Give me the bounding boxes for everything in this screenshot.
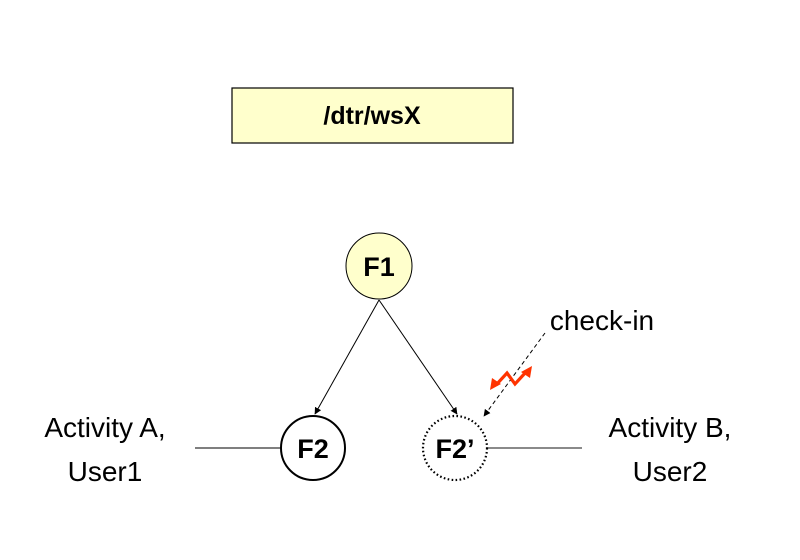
node-f2[interactable]: F2: [280, 415, 346, 481]
conflict-zigzag-icon: [490, 366, 532, 390]
activity-b-label-line1: Activity B,: [609, 412, 732, 443]
node-f1-circle: [345, 232, 413, 300]
node-f1-label: F1: [363, 252, 395, 282]
activity-a-label-line1: Activity A,: [44, 412, 165, 443]
node-f2-circle: [280, 415, 346, 481]
workspace-box[interactable]: /dtr/wsX: [231, 87, 514, 144]
conflict-arrowhead-right-icon: [521, 366, 532, 378]
activity-a-label-line2: User1: [68, 456, 143, 487]
node-f1[interactable]: F1: [345, 232, 413, 300]
check-in-label: check-in: [550, 305, 654, 336]
conflict-arrowhead-left-icon: [490, 378, 501, 390]
edge-f1-f2prime: [378, 299, 458, 415]
node-f2prime-circle: [421, 414, 489, 482]
node-f2prime-label: F2’: [435, 434, 474, 464]
activity-b-label-line2: User2: [633, 456, 708, 487]
node-f2-label: F2: [297, 434, 329, 464]
node-f2prime[interactable]: F2’: [421, 414, 489, 482]
workspace-box-rect: [231, 87, 514, 144]
edge-f1-f2: [314, 299, 380, 415]
workspace-label: /dtr/wsX: [323, 102, 421, 130]
check-in-arrow: [483, 332, 546, 417]
